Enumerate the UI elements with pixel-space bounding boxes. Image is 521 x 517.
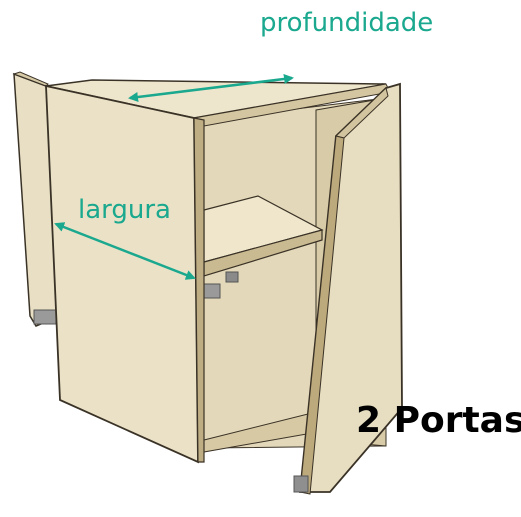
depth-label: profundidade <box>260 8 434 38</box>
side-panel <box>45 84 205 464</box>
right-door <box>293 82 403 495</box>
width-label: largura <box>78 195 171 225</box>
hinge-icon <box>293 475 309 493</box>
doors-label: 2 Portas <box>356 400 521 441</box>
shelf <box>197 195 324 299</box>
hinge-icon <box>33 309 57 325</box>
width-arrow-icon <box>54 222 196 280</box>
depth-arrow-icon <box>128 74 294 102</box>
shelf-pin-icon <box>225 271 239 283</box>
